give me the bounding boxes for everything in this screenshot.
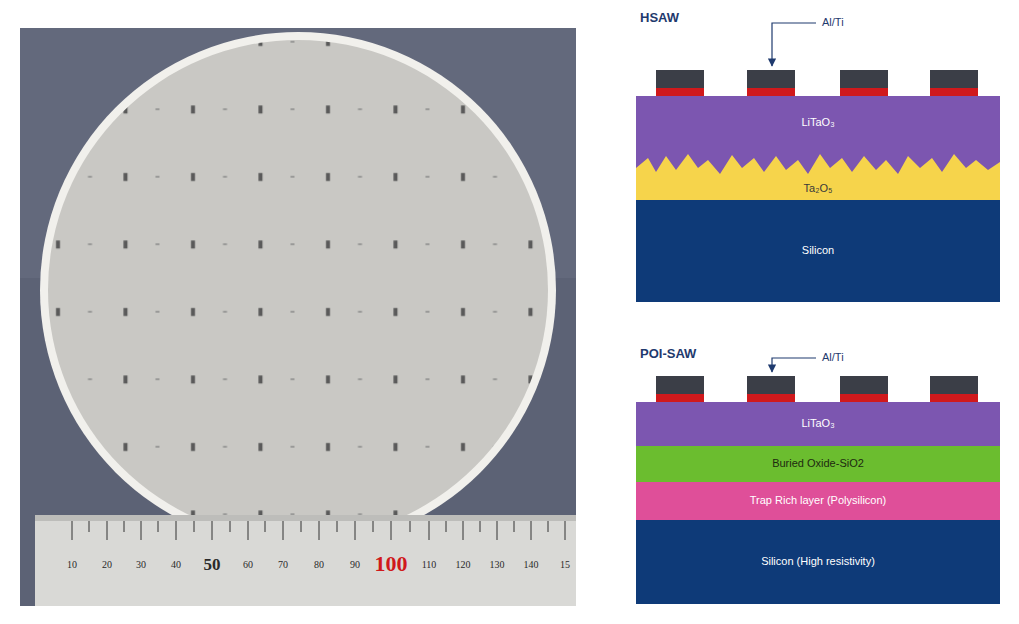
ruler-number: 40 [171, 560, 181, 570]
ruler-number: 80 [314, 560, 324, 570]
leader-line [772, 358, 816, 372]
layer-label: Buried Oxide-SiO2 [772, 457, 864, 470]
layer-label: Trap Rich layer (Polysilicon) [750, 494, 887, 507]
electrodes-poi [656, 376, 978, 402]
ruler-number: 140 [524, 560, 539, 570]
layer-label: Silicon (High resistivity) [761, 555, 875, 568]
ruler-number: 20 [102, 560, 112, 570]
ruler-edge [35, 515, 576, 521]
section-title: POI-SAW [640, 347, 696, 360]
layer-label: Ta₂O₅ [804, 182, 833, 195]
ruler [35, 515, 576, 606]
ruler-number: 10 [67, 560, 77, 570]
ruler-number: 120 [456, 560, 471, 570]
ruler-number: 130 [490, 560, 505, 570]
ruler-number: 50 [204, 556, 221, 573]
ruler-number: 15 [560, 560, 570, 570]
section-title: HSAW [640, 11, 679, 24]
substrate-layer: LiTaO₃ [636, 402, 1000, 446]
material-label: Al/Ti [822, 17, 844, 28]
layer-label: LiTaO₃ [801, 417, 834, 430]
wafer-edge [40, 32, 556, 520]
interface-layer: Ta₂O₅ [636, 150, 1000, 200]
silicon-layer: Silicon (High resistivity) [636, 520, 1000, 604]
material-label: Al/Ti [822, 352, 844, 363]
layer-label: Silicon [802, 244, 834, 257]
ruler-number: 90 [350, 560, 360, 570]
leader-line [772, 23, 816, 66]
photo-background [20, 28, 576, 606]
ruler-ticks [72, 521, 565, 540]
ruler-number: 30 [136, 560, 146, 570]
oxide-layer: Buried Oxide-SiO2 [636, 446, 1000, 482]
trap-rich-layer: Trap Rich layer (Polysilicon) [636, 482, 1000, 520]
electrodes-hsaw [656, 70, 978, 96]
ruler-number: 100 [375, 553, 408, 575]
ruler-number: 70 [278, 560, 288, 570]
layer-label: LiTaO₃ [801, 116, 834, 129]
wafer [40, 32, 556, 520]
wafer-dies [48, 40, 548, 520]
jagged-layer-shape [636, 154, 1000, 200]
silicon-layer: Silicon [636, 200, 1000, 302]
ruler-number: 110 [422, 560, 437, 570]
ruler-number: 60 [243, 560, 253, 570]
